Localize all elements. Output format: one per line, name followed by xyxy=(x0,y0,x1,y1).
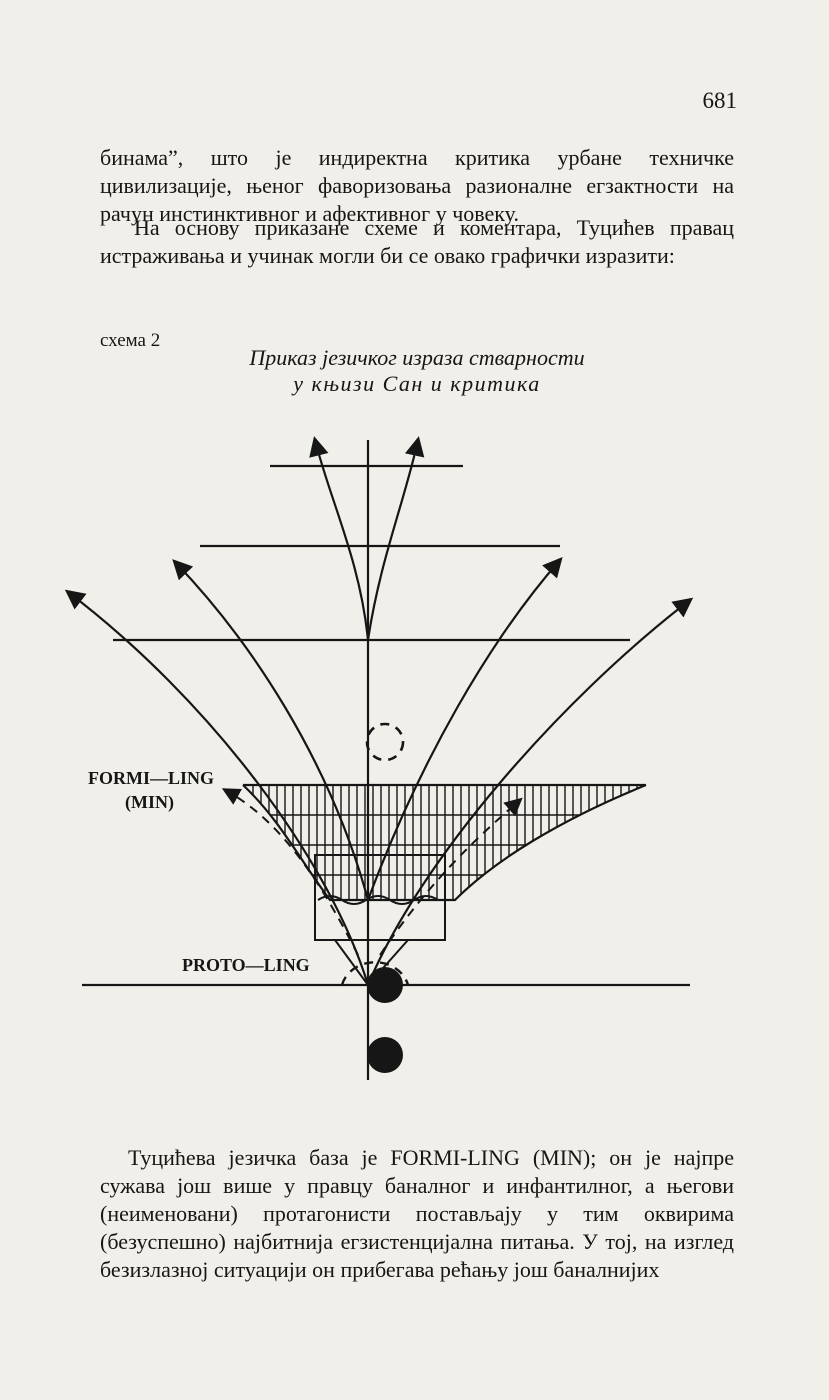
proto-dot-lower xyxy=(367,1037,403,1073)
page-number: 681 xyxy=(702,88,738,113)
inner-curve-right xyxy=(366,436,425,641)
wavy-line xyxy=(317,895,439,905)
proto-dot-upper xyxy=(367,967,403,1003)
schema-number-label: схема 2 xyxy=(100,330,161,351)
middle-curve-left xyxy=(172,559,370,901)
paragraph-lead-in: На основу приказане схеме и коментара, Т… xyxy=(100,215,734,268)
schema-title-line2: у књизи Сан и критика xyxy=(293,371,541,396)
label-formi-ling: FORMI—LING xyxy=(88,768,214,788)
paragraph-intro: бинама”, што је индиректна критика урбан… xyxy=(100,145,734,226)
paragraph-closing: Туцићева језичка база је FORMI-LING (MIN… xyxy=(100,1145,734,1282)
dashed-circle xyxy=(365,722,405,762)
proto-box xyxy=(314,854,446,941)
inner-curve-left xyxy=(309,436,370,641)
schema-title-line1: Приказ језичког израза стварности xyxy=(249,345,585,370)
dashed-arrow-left xyxy=(221,788,359,956)
dashed-arrow-right xyxy=(379,797,523,956)
outer-curve-right xyxy=(366,597,694,986)
outer-curve-left xyxy=(64,589,370,986)
label-proto-ling: PROTO—LING xyxy=(182,955,310,975)
language-schema-diagram xyxy=(64,436,694,1080)
label-min: (MIN) xyxy=(125,792,174,812)
